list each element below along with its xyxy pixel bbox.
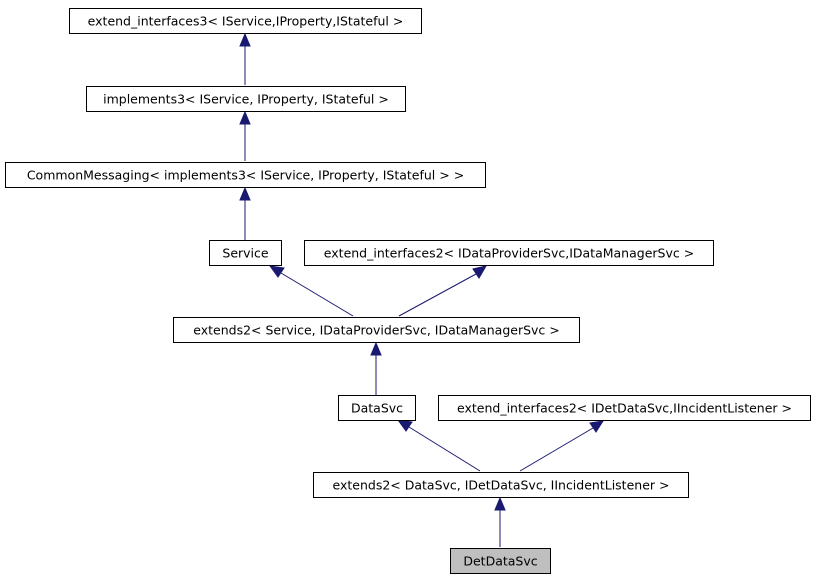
node-datasvc[interactable]: DataSvc [338,395,416,421]
node-extend-interfaces3-label: extend_interfaces3< IService,IProperty,I… [88,14,404,29]
edge-service-to-commonmessaging [239,186,251,240]
node-service[interactable]: Service [209,240,282,266]
edge-detdatasvc-to-extends2b [494,496,506,547]
node-extends2b[interactable]: extends2< DataSvc, IDetDataSvc, IInciden… [313,472,689,498]
node-extend-interfaces2b-label: extend_interfaces2< IDetDataSvc,IInciden… [457,401,792,416]
edge-extends2a-to-extend-interfaces2a [398,265,488,317]
node-service-label: Service [222,246,269,261]
node-detdatasvc[interactable]: DetDataSvc [450,548,551,574]
edge-extends2b-to-datasvc [396,419,481,472]
node-implements3[interactable]: implements3< IService, IProperty, IState… [86,86,406,112]
edge-implements3-to-extend-interfaces3 [239,32,251,85]
node-extend-interfaces2a[interactable]: extend_interfaces2< IDataProviderSvc,IDa… [304,240,714,266]
node-implements3-label: implements3< IService, IProperty, IState… [103,92,389,107]
edge-extends2a-to-service [268,265,354,317]
inheritance-edges [239,32,605,547]
node-extend-interfaces2a-label: extend_interfaces2< IDataProviderSvc,IDa… [324,246,694,261]
node-extends2b-label: extends2< DataSvc, IDetDataSvc, IInciden… [333,478,670,493]
class-nodes: extend_interfaces3< IService,IProperty,I… [5,8,811,574]
node-extends2a-label: extends2< Service, IDataProviderSvc, IDa… [193,323,560,338]
edge-datasvc-to-extends2a [370,341,382,395]
node-detdatasvc-label: DetDataSvc [463,554,537,569]
node-extend-interfaces3[interactable]: extend_interfaces3< IService,IProperty,I… [69,8,422,34]
node-commonmessaging[interactable]: CommonMessaging< implements3< IService, … [5,162,486,188]
edge-extends2b-to-extend-interfaces2b [519,420,605,472]
node-extend-interfaces2b[interactable]: extend_interfaces2< IDetDataSvc,IInciden… [438,395,811,421]
node-datasvc-label: DataSvc [351,401,403,416]
node-extends2a[interactable]: extends2< Service, IDataProviderSvc, IDa… [173,317,580,343]
node-commonmessaging-label: CommonMessaging< implements3< IService, … [27,168,464,183]
edge-commonmessaging-to-implements3 [239,110,251,161]
